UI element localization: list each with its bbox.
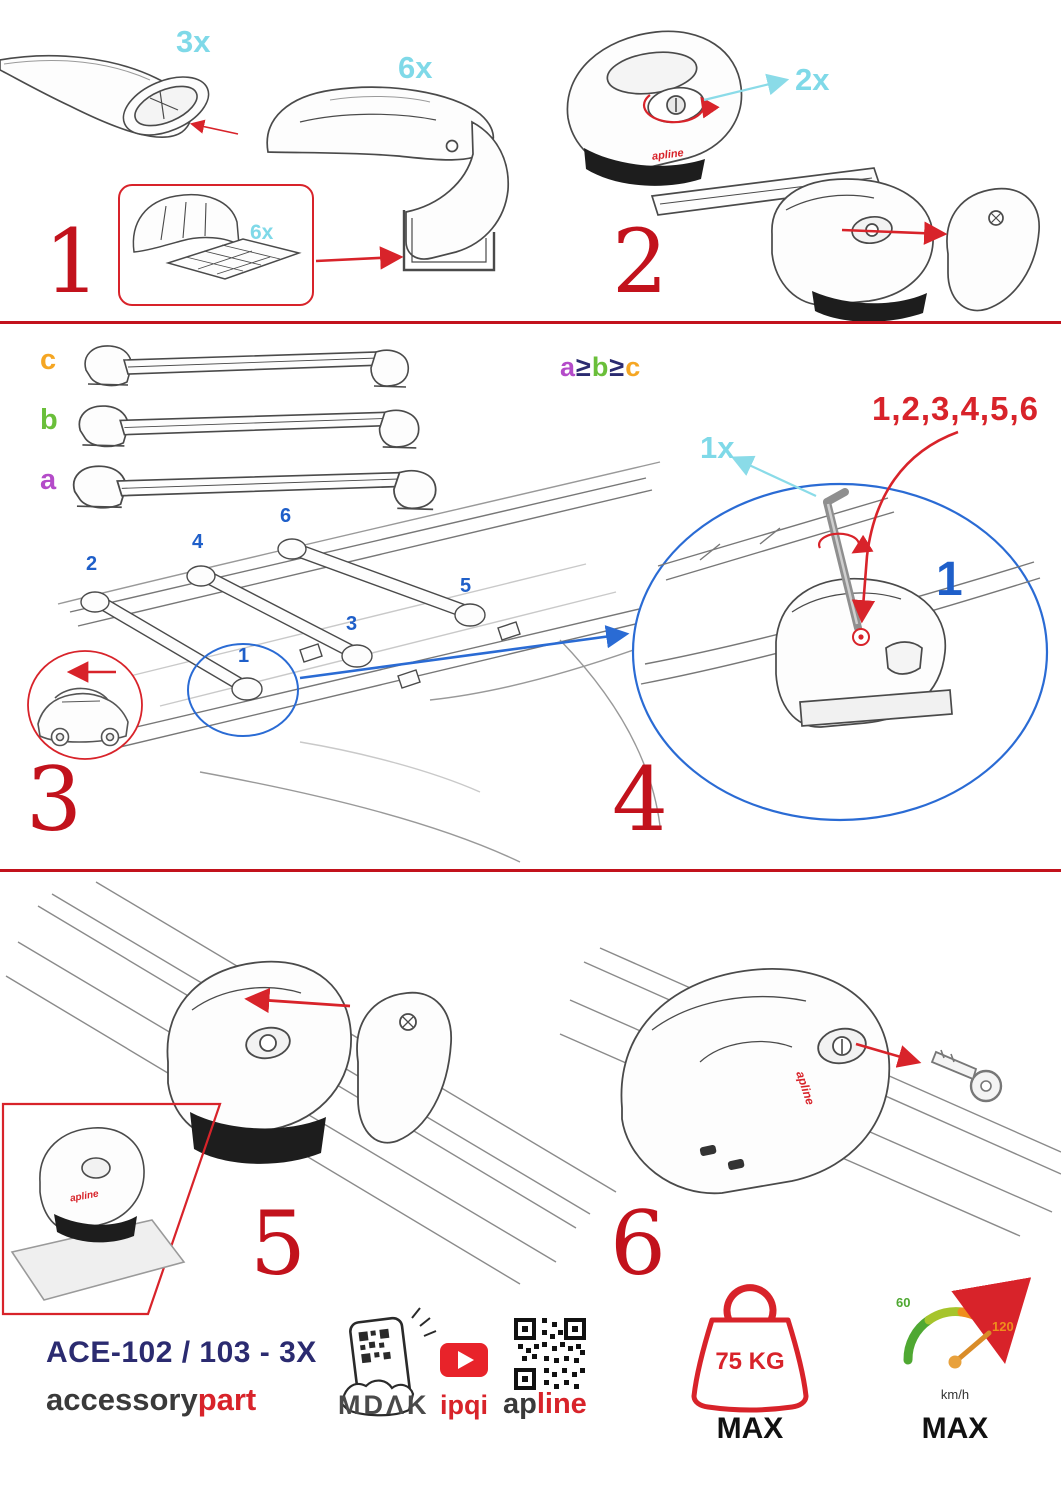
rule-ge-2: ≥: [609, 352, 626, 382]
step1-foot-drawing: [266, 86, 510, 272]
size-label-b: b: [40, 404, 58, 436]
size-rule: a≥b≥c: [560, 354, 641, 381]
step3-car-inset: [27, 650, 143, 760]
key-icon: [930, 1049, 1003, 1103]
step3-to-step4-arrow: [299, 625, 630, 680]
speedometer-icon: [903, 1277, 1032, 1369]
step2-assembly-arrow: [841, 221, 948, 245]
model-code: ACE-102 / 103 - 3X: [46, 1336, 317, 1369]
step2-foot-top-drawing: [566, 30, 743, 186]
apline-logo: apline: [503, 1390, 587, 1419]
step4-sequence-arrow: [851, 430, 959, 624]
step6-number: 6: [610, 1192, 666, 1295]
step1-crossbar-drawing: [0, 54, 210, 139]
step3-number: 3: [26, 748, 82, 851]
tighten-sequence: 1,2,3,4,5,6: [872, 390, 1039, 427]
step4-number: 4: [612, 748, 668, 851]
accessory-text: accessory: [46, 1382, 198, 1417]
youtube-icon: [440, 1343, 488, 1377]
step1-inset-arrow: [315, 246, 404, 270]
size-label-c: c: [40, 344, 57, 376]
step2-rotate-arrow: [642, 94, 720, 124]
rule-a: a: [560, 352, 577, 382]
max-weight-value: 75 KG: [715, 1348, 785, 1375]
speed-unit-label: km/h: [940, 1387, 970, 1402]
qty-label-bar-3x: 3x: [176, 24, 211, 59]
step3-roof-drawing: [57, 461, 695, 863]
position-4: 4: [192, 531, 204, 553]
position-3: 3: [346, 613, 358, 635]
rule-c: c: [625, 352, 642, 382]
section-divider-1: [0, 321, 1061, 324]
step3-bar-b-drawing: [78, 405, 420, 449]
qty-label-pad-6x: 6x: [250, 221, 274, 244]
step1-pointer-arrow: [189, 119, 239, 135]
speed-120-label: 120: [992, 1319, 1014, 1334]
part-text: part: [197, 1382, 257, 1417]
step5-drawing: [1, 881, 617, 1316]
section-divider-2: [0, 869, 1061, 872]
phone-qr-icon: [340, 1307, 437, 1417]
size-label-a: a: [40, 464, 57, 496]
position-6: 6: [280, 505, 292, 527]
position-1: 1: [238, 645, 250, 667]
qr-code-icon: [514, 1318, 586, 1390]
step6-drawing: [559, 947, 1061, 1237]
step3-crossbars-drawing: [80, 538, 521, 701]
step2-assembly-drawing: [650, 167, 1040, 322]
apline-line: line: [536, 1388, 587, 1420]
speed-60-label: 60: [896, 1295, 911, 1310]
step2-number: 2: [612, 210, 668, 313]
rule-ge-1: ≥: [576, 352, 592, 382]
qty-label-foot-6x: 6x: [398, 50, 433, 85]
weight-icon: [691, 1284, 809, 1413]
step5-inset-frame: [1, 1102, 222, 1316]
step4-qty-arrow: [731, 455, 817, 497]
step3-bar-a-drawing: [72, 465, 437, 511]
apline-ap: ap: [503, 1388, 537, 1420]
position-2: 2: [86, 553, 98, 575]
step5-number: 5: [250, 1192, 306, 1295]
sequence-first-number: 1: [936, 553, 963, 606]
position-5: 5: [460, 575, 472, 597]
max-speed-label: MAX: [921, 1412, 989, 1445]
step1-number: 1: [44, 210, 100, 313]
step3-highlight-circle: [187, 643, 299, 737]
ipqi-logo: ipqi: [440, 1390, 488, 1420]
step4-detail-drawing: [631, 482, 1049, 822]
rule-b: b: [591, 352, 610, 382]
max-weight-label: MAX: [716, 1412, 784, 1445]
qty-label-key-1x: 1x: [700, 430, 735, 465]
step1-inset-drawing: [132, 194, 302, 280]
step3-bar-c-drawing: [84, 345, 410, 388]
qty-label-lock-2x: 2x: [795, 62, 830, 97]
mdak-logo: MDΛK: [338, 1390, 430, 1420]
step1-inset-frame: [118, 184, 314, 306]
accessorypart-logo: accessorypart: [46, 1384, 256, 1415]
step2-qty-arrow: [703, 73, 790, 102]
